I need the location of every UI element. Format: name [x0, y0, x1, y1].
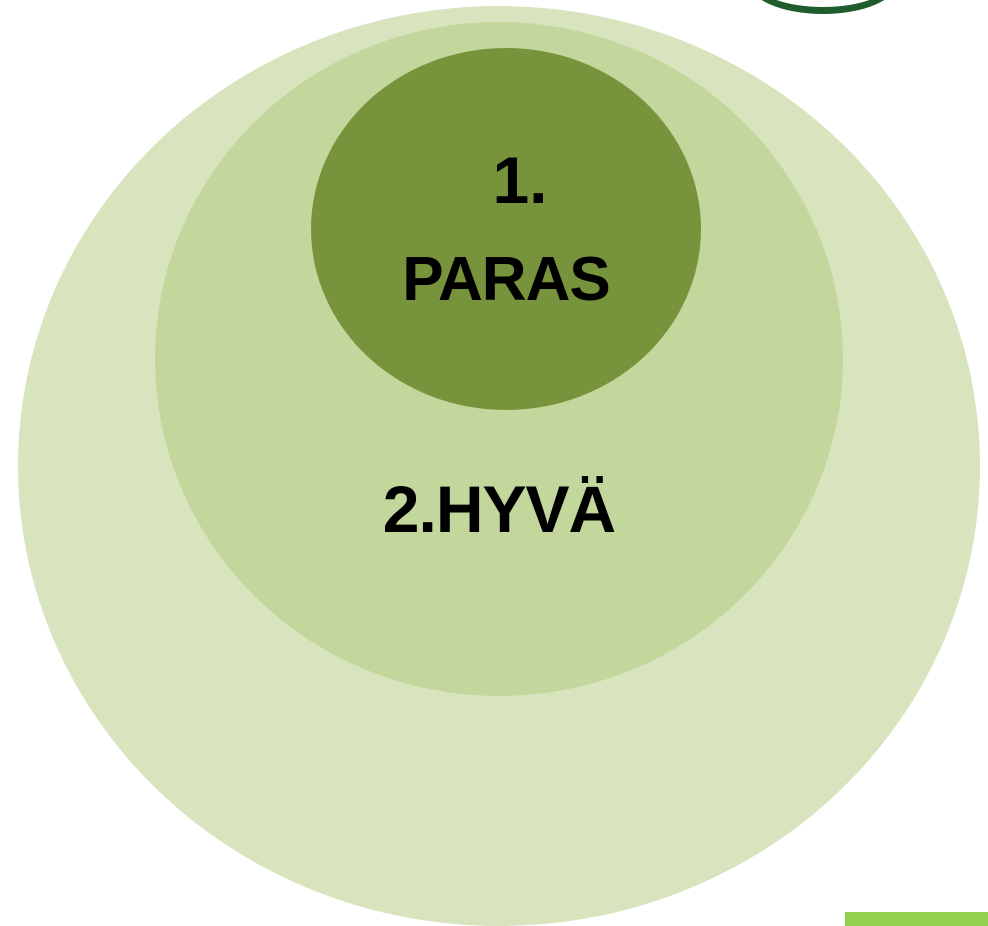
level-1-rank-label: 1.	[492, 143, 548, 217]
logo-ring-fragment	[748, 0, 898, 14]
corner-accent-tab	[845, 912, 988, 926]
level-2-label: 2.HYVÄ	[382, 472, 616, 546]
level-1-name-label: PARAS	[402, 245, 610, 314]
inner-circle-level-1: 1. PARAS	[311, 48, 701, 410]
